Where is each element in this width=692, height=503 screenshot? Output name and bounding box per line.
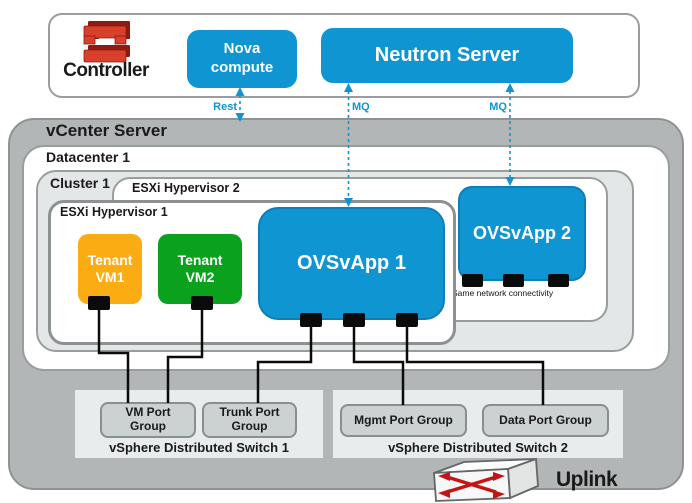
ovsvapp1-port-3 xyxy=(396,313,418,327)
tenant-vm1-port xyxy=(88,296,110,310)
ovsvapp-2-box: OVSvApp 2 xyxy=(458,186,586,281)
mq-neutron-link-label: MQ xyxy=(489,101,507,113)
mq-nova-link-label: MQ xyxy=(352,101,370,113)
ovsvapp-1-label: OVSvApp 1 xyxy=(297,252,406,274)
mgmt-port-group-box: Mgmt Port Group xyxy=(340,404,467,437)
tenant-vm2-box: Tenant VM2 xyxy=(158,234,242,304)
esxi-hypervisor-2-label: ESXi Hypervisor 2 xyxy=(132,181,240,195)
trunk-port-group-box: Trunk Port Group xyxy=(202,402,297,438)
tenant-vm1-line1: Tenant xyxy=(87,251,133,268)
ovsvapp2-port-1 xyxy=(462,274,483,287)
nova-line2: compute xyxy=(210,59,274,76)
ovsvapp-2-label: OVSvApp 2 xyxy=(472,223,572,243)
same-network-note: Same network connectivity xyxy=(452,288,554,298)
distributed-switch-1-label: vSphere Distributed Switch 1 xyxy=(109,440,289,455)
tenant-vm1-line2: VM1 xyxy=(95,269,125,285)
ovsvapp-1-box: OVSvApp 1 xyxy=(258,207,445,320)
ovsvapp2-port-2 xyxy=(503,274,524,287)
vcenter-label: vCenter Server xyxy=(46,121,167,140)
distributed-switch-2-label: vSphere Distributed Switch 2 xyxy=(388,440,568,455)
ovsvapp1-port-2 xyxy=(343,313,365,327)
tenant-vm2-line1: Tenant xyxy=(177,251,223,268)
neutron-server-box: Neutron Server xyxy=(321,28,573,83)
rest-link-label: Rest xyxy=(213,101,237,113)
tenant-vm2-line2: VM2 xyxy=(185,269,215,285)
neutron-server-label: Neutron Server xyxy=(374,44,520,66)
ovsvapp2-port-3 xyxy=(548,274,569,287)
cluster-label: Cluster 1 xyxy=(50,175,110,191)
nova-line1: Nova xyxy=(223,40,261,58)
nova-compute-box: Nova compute xyxy=(187,30,297,88)
ovsvapp1-port-1 xyxy=(300,313,322,327)
tenant-vm2-port xyxy=(191,296,213,310)
vm-port-group-box: VM Port Group xyxy=(100,402,196,438)
controller-label: Controller xyxy=(63,60,149,81)
tenant-vm1-box: Tenant VM1 xyxy=(78,234,142,304)
data-port-group-box: Data Port Group xyxy=(482,404,609,437)
esxi-hypervisor-1-label: ESXi Hypervisor 1 xyxy=(60,205,168,219)
datacenter-label: Datacenter 1 xyxy=(46,149,131,165)
uplink-label: Uplink xyxy=(556,468,618,491)
